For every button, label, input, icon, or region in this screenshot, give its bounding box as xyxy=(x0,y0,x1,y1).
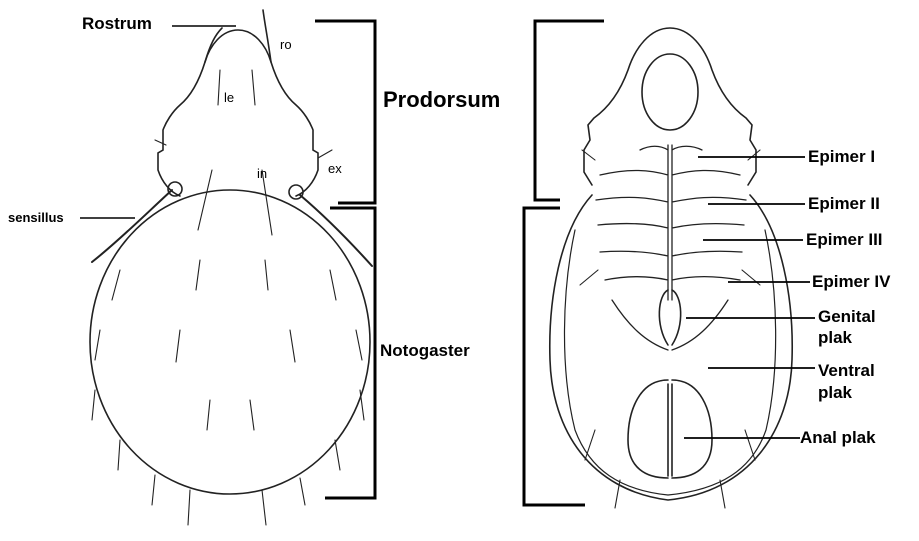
notogaster-bracket-dorsal xyxy=(325,208,375,498)
ventral-view xyxy=(550,28,792,508)
label-le: le xyxy=(224,91,234,104)
ventral-gnathosoma xyxy=(642,54,698,130)
ventral-genital-plate xyxy=(659,290,680,345)
label-notogaster: Notogaster xyxy=(380,342,470,359)
ventral-anal-plate xyxy=(628,380,712,478)
label-epimer-4: Epimer IV xyxy=(812,273,890,290)
label-sensillus: sensillus xyxy=(8,211,64,224)
dorsal-setae xyxy=(92,70,364,525)
label-ventral-2: plak xyxy=(818,384,852,401)
dorsal-sensillus-left xyxy=(92,190,172,262)
ventral-prodorsum-outline xyxy=(584,28,756,185)
label-anal: Anal plak xyxy=(800,429,876,446)
dorsal-view xyxy=(90,10,372,525)
prodorsum-bracket-dorsal xyxy=(315,21,375,203)
dorsal-rostrum-setae xyxy=(205,10,271,62)
dorsal-prodorsum-outline xyxy=(158,30,318,196)
label-epimer-1: Epimer I xyxy=(808,148,875,165)
ventral-leaders xyxy=(684,157,815,438)
dorsal-sensillus-right xyxy=(300,195,372,266)
ventral-epimera xyxy=(596,145,746,350)
label-epimer-2: Epimer II xyxy=(808,195,880,212)
notogaster-bracket-ventral xyxy=(524,208,585,505)
ventral-body-inner xyxy=(564,230,775,495)
prodorsum-bracket-ventral xyxy=(535,21,604,200)
label-genital-1: Genital xyxy=(818,308,876,325)
label-epimer-3: Epimer III xyxy=(806,231,883,248)
label-rostrum: Rostrum xyxy=(82,15,152,32)
label-genital-2: plak xyxy=(818,329,852,346)
dorsal-notogaster-outline xyxy=(90,190,370,494)
label-prodorsum: Prodorsum xyxy=(383,89,500,111)
label-ventral-1: Ventral xyxy=(818,362,875,379)
dorsal-bothridium-right xyxy=(289,185,303,199)
label-in: in xyxy=(257,167,267,180)
label-ro: ro xyxy=(280,38,292,51)
dorsal-leaders xyxy=(80,26,236,218)
label-ex: ex xyxy=(328,162,342,175)
